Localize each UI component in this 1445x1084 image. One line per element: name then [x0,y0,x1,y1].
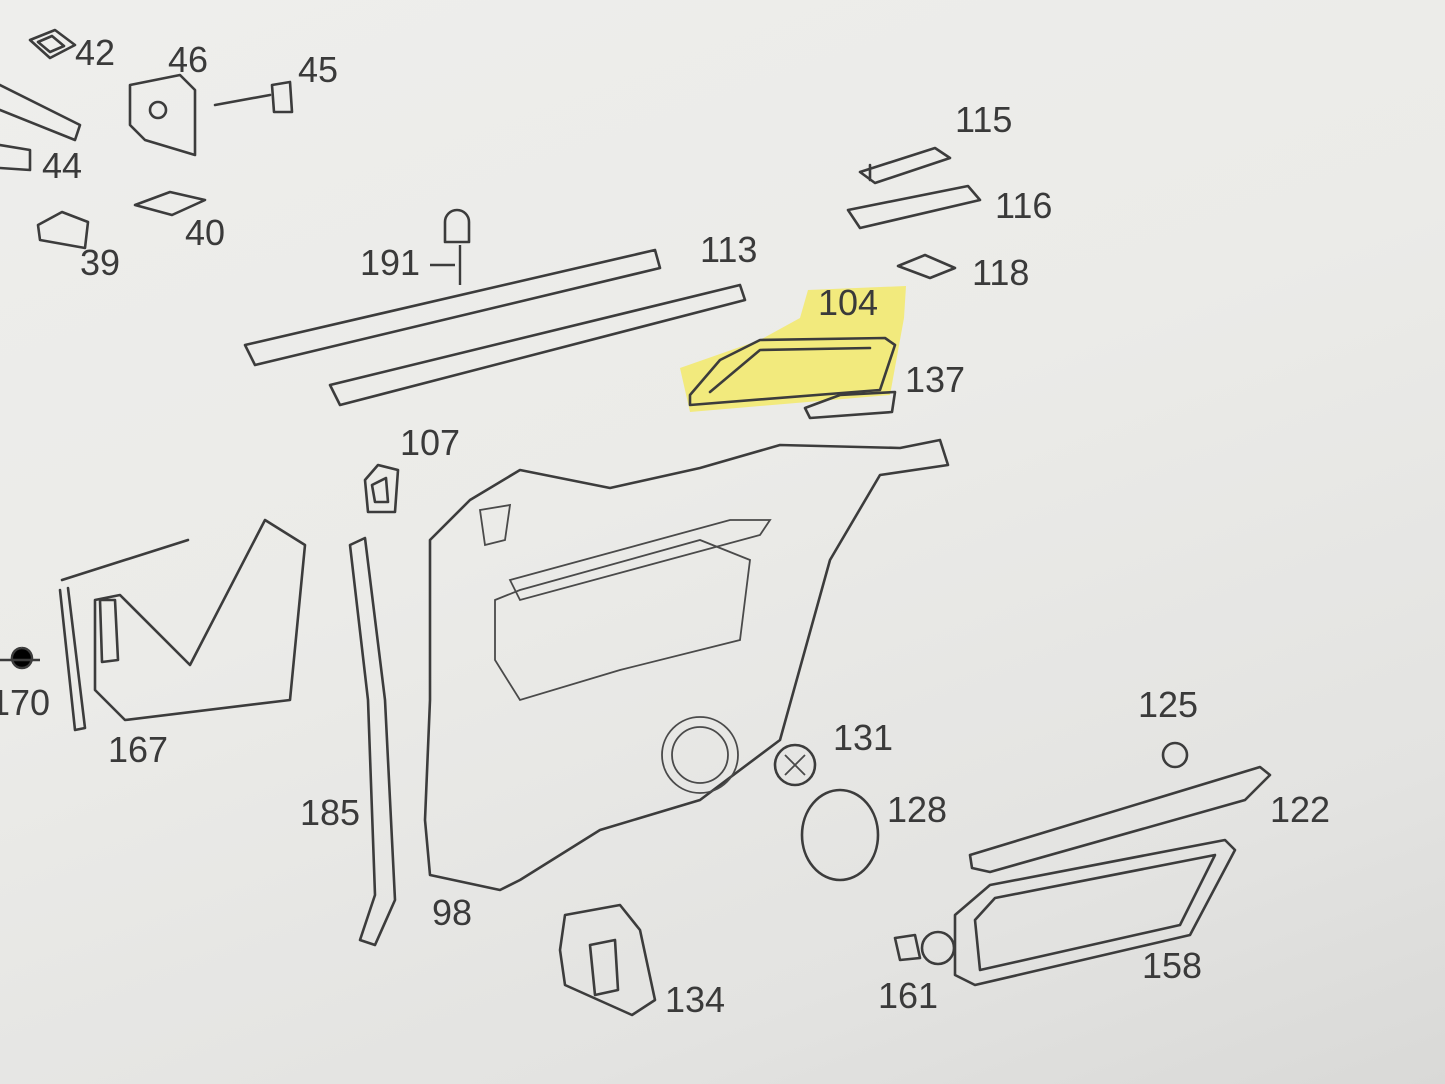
part-125 [1161,741,1189,769]
part-122 [968,765,1272,874]
callout-118: 118 [972,252,1029,293]
callout-115: 115 [955,99,1012,140]
callout-113: 113 [700,229,757,270]
part-158 [953,838,1237,987]
callout-45: 45 [298,49,338,90]
callout-98: 98 [432,892,472,933]
callout-170: 170 [0,682,50,723]
callout-137: 137 [905,359,965,400]
callout-161: 161 [878,975,938,1016]
part-45 [213,80,294,114]
callout-39: 39 [80,242,120,283]
callout-42: 42 [75,32,115,73]
part-118 [896,253,957,280]
callout-116: 116 [995,185,1052,226]
part-185 [348,536,397,947]
callout-122: 122 [1270,789,1330,830]
part-107 [363,463,400,514]
callout-185: 185 [300,792,360,833]
callout-44: 44 [42,145,82,186]
callout-191: 191 [360,242,420,283]
part-191 [430,208,471,285]
part-128 [800,788,880,882]
part-44-strip [0,83,82,172]
callout-46: 46 [168,39,208,80]
part-137 [803,390,897,420]
part-113-upper-rail [243,248,662,367]
part-170 [0,538,190,732]
part-113-lower-rail [328,283,747,407]
part-39 [36,210,90,250]
part-131 [773,743,817,787]
part-161 [893,930,956,966]
part-40 [133,190,207,217]
part-116 [846,184,982,230]
part-134 [558,903,657,1017]
part-115 [858,146,952,185]
callout-128: 128 [887,789,947,830]
part-98-door-panel [423,438,950,892]
callout-134: 134 [665,979,725,1020]
callout-167: 167 [108,729,168,770]
part-42 [28,28,77,60]
part-46 [128,73,197,157]
part-167 [93,518,307,722]
callout-104: 104 [818,282,878,323]
callout-40: 40 [185,212,225,253]
callout-107: 107 [400,422,460,463]
callout-125: 125 [1138,684,1198,725]
part-104 [688,336,897,407]
callout-131: 131 [833,717,893,758]
callout-158: 158 [1142,945,1202,986]
